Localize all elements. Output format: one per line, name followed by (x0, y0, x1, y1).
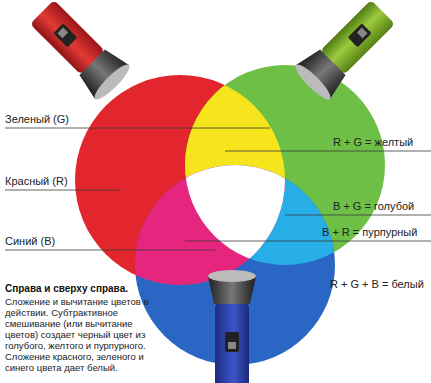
white-region (135, 165, 335, 365)
leader-lines (5, 128, 431, 250)
blue-circle (135, 165, 335, 365)
red-flashlight (25, 0, 133, 103)
color-label: Синий (B) (5, 235, 55, 248)
color-label: Красный (R) (5, 175, 68, 188)
cyan-region (135, 165, 335, 365)
green-flashlight (292, 0, 400, 103)
mix-label: R + G + B = белый (330, 278, 424, 291)
mix-label: R + G = желтый (333, 136, 413, 149)
mix-label: B + R = пурпурный (322, 226, 417, 239)
color-label: Зеленый (G) (5, 113, 69, 126)
mix-label: B + G = голубой (333, 200, 414, 213)
blue-flashlight (208, 270, 256, 383)
magenta-region (135, 165, 335, 365)
caption: Сложение и вычитание цветов в действии. … (5, 296, 150, 373)
caption-heading: Справа и сверху справа. (5, 282, 128, 295)
